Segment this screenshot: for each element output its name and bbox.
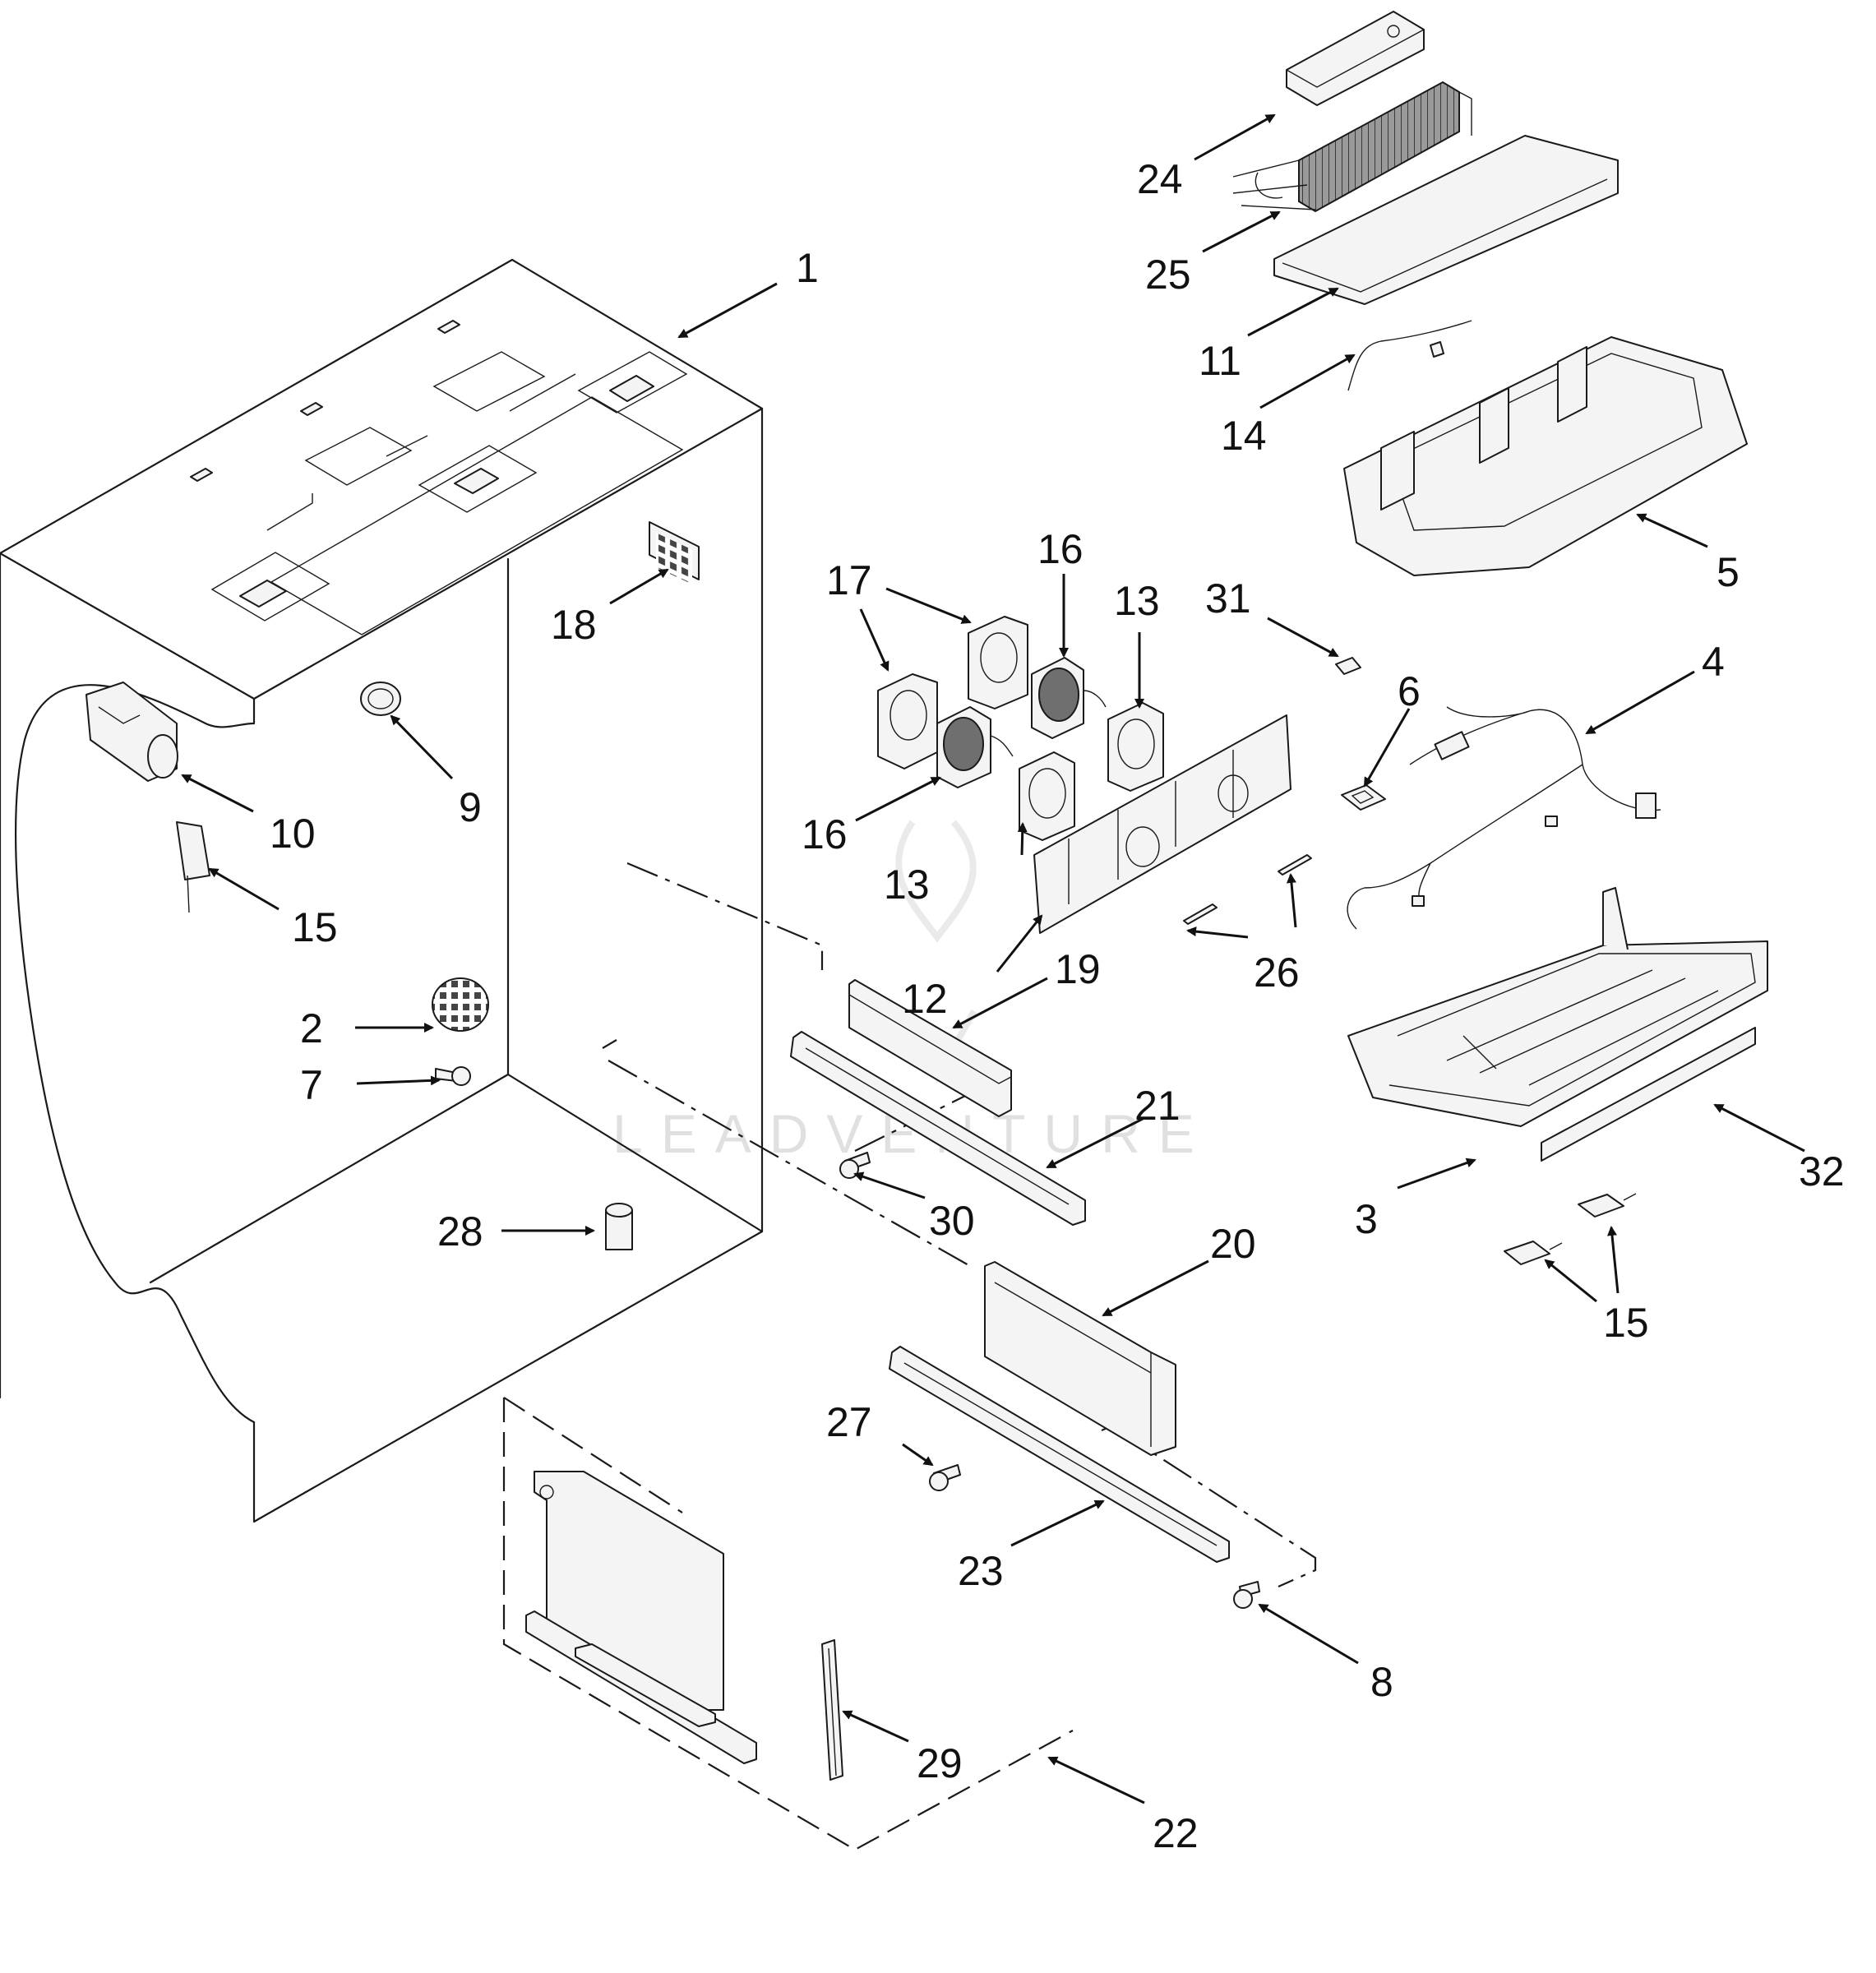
callout-1: 1 bbox=[796, 245, 819, 291]
slide-cover-part-19 bbox=[848, 979, 1012, 1117]
grommet-part bbox=[360, 682, 401, 716]
callout-21: 21 bbox=[1134, 1083, 1181, 1129]
callout-31: 31 bbox=[1205, 575, 1251, 621]
callout-20: 20 bbox=[1210, 1221, 1256, 1267]
wiring-harness-part bbox=[1347, 706, 1661, 930]
callout-12: 12 bbox=[902, 976, 948, 1022]
fan-shroud-part-17a bbox=[877, 673, 938, 769]
guide-line-upper bbox=[626, 862, 824, 970]
strip-part-26a bbox=[1183, 903, 1218, 925]
callout-19: 19 bbox=[1055, 946, 1101, 992]
callout-13b: 13 bbox=[884, 862, 930, 908]
callout-2: 2 bbox=[300, 1005, 323, 1051]
callout-6: 6 bbox=[1398, 668, 1421, 714]
rail-part-29 bbox=[821, 1639, 843, 1781]
sensor-part-left bbox=[176, 821, 210, 913]
screw-part-30 bbox=[839, 1152, 871, 1179]
fan-shroud-part-13b bbox=[1019, 751, 1075, 841]
callout-18: 18 bbox=[551, 602, 597, 648]
evaporator-cover-part bbox=[1286, 11, 1425, 106]
callout-13a: 13 bbox=[1114, 578, 1160, 624]
callout-15a: 15 bbox=[292, 904, 338, 950]
fan-motor-part-16a bbox=[1031, 657, 1107, 739]
callout-labels: 1 2 3 4 5 6 7 8 9 10 11 12 13 13 14 15 1… bbox=[270, 156, 1845, 1856]
strip-part-26b bbox=[1278, 854, 1312, 876]
callout-8: 8 bbox=[1370, 1659, 1393, 1705]
callout-7: 7 bbox=[300, 1062, 323, 1108]
callout-arrows bbox=[181, 113, 1805, 1804]
assembly-dashed-outline bbox=[502, 1397, 1074, 1851]
callout-28: 28 bbox=[437, 1208, 483, 1254]
callout-9: 9 bbox=[459, 784, 482, 830]
cylinder-part bbox=[605, 1203, 633, 1250]
callout-30: 30 bbox=[929, 1198, 975, 1244]
callout-26: 26 bbox=[1254, 950, 1300, 996]
fan-motor-part-16b bbox=[936, 706, 1014, 788]
callout-5: 5 bbox=[1717, 549, 1740, 595]
callout-25: 25 bbox=[1145, 252, 1191, 298]
callout-22: 22 bbox=[1153, 1810, 1199, 1856]
guide-line-middle bbox=[602, 1039, 971, 1267]
housing-part bbox=[85, 682, 178, 782]
callout-24: 24 bbox=[1137, 156, 1183, 202]
screw-part-8 bbox=[1233, 1581, 1260, 1609]
sensor-part-right-b bbox=[1578, 1193, 1637, 1218]
callout-16b: 16 bbox=[802, 811, 848, 857]
callout-32: 32 bbox=[1799, 1148, 1845, 1194]
fan-bracket-part bbox=[1033, 714, 1291, 934]
drawer-slide-assembly-part bbox=[525, 1471, 757, 1764]
drawer-strip-part bbox=[1541, 1027, 1756, 1162]
guide-line-lower bbox=[1117, 1430, 1317, 1588]
slide-rail-part-21 bbox=[790, 1031, 1086, 1226]
callout-27: 27 bbox=[826, 1399, 872, 1445]
evaporator-coil-part bbox=[1232, 81, 1472, 213]
screw-part-7 bbox=[435, 1066, 471, 1086]
slide-rail-part-23 bbox=[889, 1346, 1230, 1563]
heater-wire-part bbox=[1347, 320, 1472, 391]
callout-10: 10 bbox=[270, 811, 316, 857]
callout-4: 4 bbox=[1702, 639, 1725, 685]
drain-pan-part bbox=[1273, 135, 1619, 305]
callout-17: 17 bbox=[826, 557, 872, 603]
fan-shroud-part-13a bbox=[1107, 702, 1164, 792]
callout-11: 11 bbox=[1199, 338, 1241, 384]
seal-part bbox=[1341, 784, 1386, 811]
callout-29: 29 bbox=[917, 1740, 963, 1786]
callout-16a: 16 bbox=[1037, 526, 1084, 572]
cabinet-liner bbox=[0, 258, 764, 1523]
callout-15b: 15 bbox=[1603, 1300, 1649, 1346]
fan-shroud-part-17b bbox=[968, 616, 1028, 709]
drawer-housing-part bbox=[1347, 887, 1768, 1127]
callout-3: 3 bbox=[1355, 1196, 1378, 1242]
round-vent-part bbox=[432, 977, 489, 1032]
sensor-part-right-a bbox=[1504, 1241, 1563, 1265]
slide-cover-part-20 bbox=[984, 1261, 1176, 1456]
clip-part bbox=[1335, 657, 1361, 675]
evaporator-housing-part bbox=[1343, 336, 1748, 576]
callout-23: 23 bbox=[958, 1548, 1004, 1594]
callout-14: 14 bbox=[1221, 413, 1267, 459]
screw-part-27 bbox=[929, 1464, 961, 1491]
